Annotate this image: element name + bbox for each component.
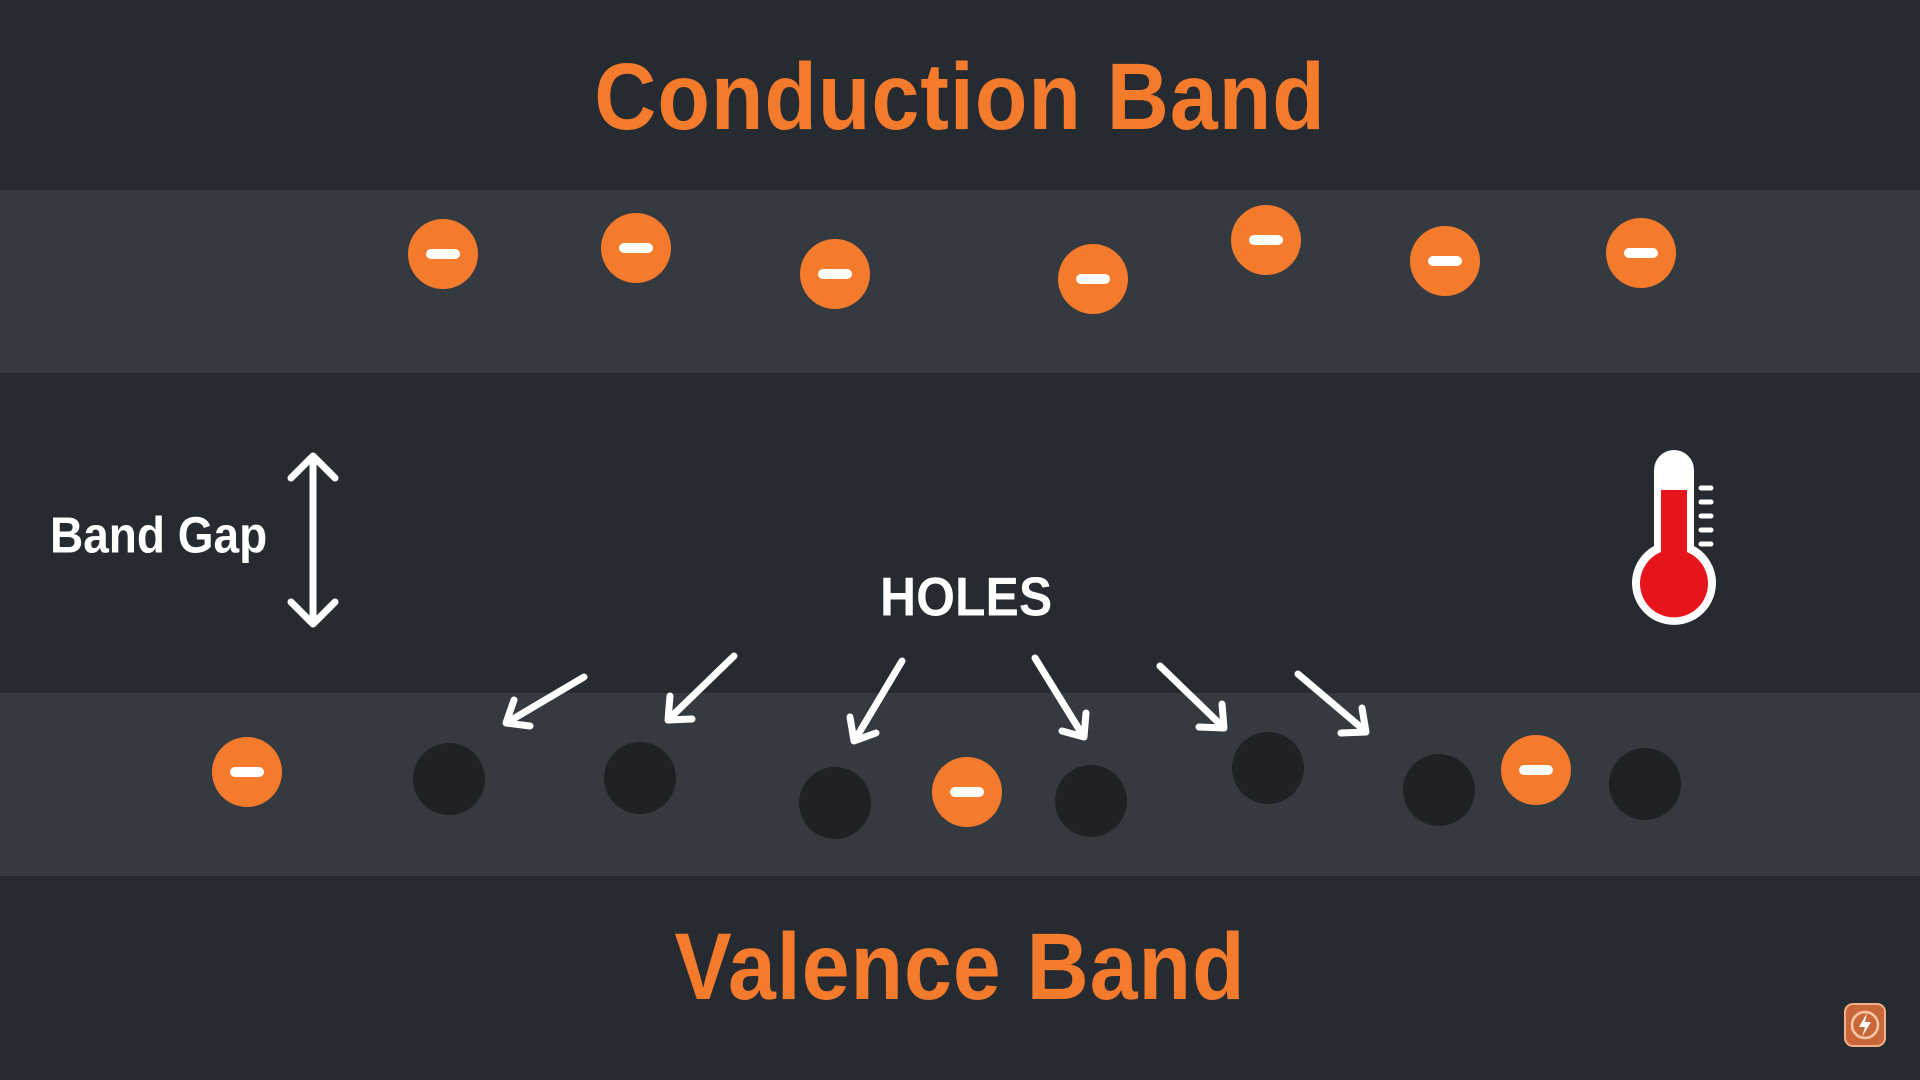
valence-band-title: Valence Band xyxy=(674,914,1246,1020)
double-arrow-vertical-icon xyxy=(287,452,339,628)
band-gap-label: Band Gap xyxy=(50,506,268,564)
conduction-band-strip xyxy=(0,190,1920,373)
conduction-band-title: Conduction Band xyxy=(594,44,1326,150)
thermometer-icon xyxy=(1632,450,1717,625)
valence-band-strip xyxy=(0,693,1920,876)
lightning-bolt-icon xyxy=(1844,1003,1886,1047)
holes-label: HOLES xyxy=(880,566,1053,628)
